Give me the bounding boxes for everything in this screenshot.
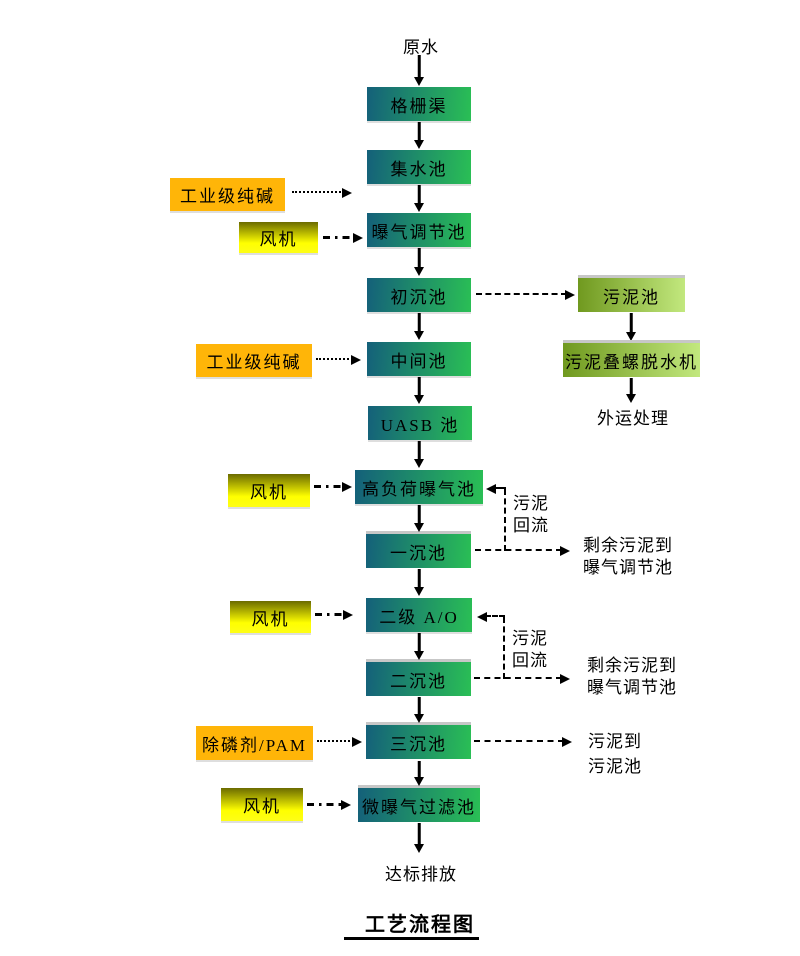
flow-box-third-sedimentation-tank: 三沉池: [366, 725, 471, 759]
excess-sludge-dest-1: 剩余污泥到 曝气调节池: [583, 535, 673, 579]
down-arrow: [413, 313, 425, 340]
sludge-to-dest-line2: 污泥池: [588, 757, 642, 776]
return-line-vertical: [503, 617, 505, 679]
flow-box-collecting-tank: 集水池: [367, 150, 471, 184]
dest-line2: 曝气调节池: [587, 678, 677, 697]
return-arrow-left: [477, 611, 505, 623]
dest-line1: 剩余污泥到: [583, 536, 673, 555]
sludge-to-tank-arrow: [474, 736, 572, 748]
flow-box-uasb-tank: UASB 池: [368, 406, 472, 440]
dest-line1: 剩余污泥到: [587, 656, 677, 675]
blower-box-2: 风机: [228, 474, 310, 507]
flow-box-grid-channel: 格栅渠: [367, 87, 471, 121]
sludge-return-label-2: 污泥 回流: [512, 628, 548, 672]
sludge-dewatering-box: 污泥叠螺脱水机: [563, 343, 700, 377]
flow-box-second-sedimentation-tank: 二沉池: [366, 662, 471, 696]
dash-dot-arrow: [314, 481, 352, 493]
dash-dot-arrow: [323, 232, 363, 244]
blower-box-3: 风机: [230, 601, 311, 633]
discharge-label: 达标排放: [385, 865, 457, 884]
return-line-vertical: [504, 489, 506, 551]
raw-water-label: 原水: [403, 38, 439, 57]
flow-box-first-sedimentation-tank: 一沉池: [366, 534, 471, 568]
dest-line2: 曝气调节池: [583, 558, 673, 577]
flow-box-intermediate-tank: 中间池: [367, 342, 471, 376]
blower-box-1: 风机: [239, 222, 318, 253]
down-arrow: [413, 248, 425, 276]
excess-sludge-dest-2: 剩余污泥到 曝气调节池: [587, 655, 677, 699]
down-arrow: [413, 633, 425, 660]
soda-ash-input-box-1: 工业级纯碱: [170, 178, 285, 211]
flow-box-aeration-regulating-tank: 曝气调节池: [367, 213, 471, 247]
excess-sludge-arrow-1: [475, 545, 570, 557]
down-arrow: [413, 761, 425, 786]
dotted-arrow: [317, 736, 362, 748]
flow-box-primary-sedimentation-tank: 初沉池: [367, 278, 471, 312]
down-arrow: [413, 505, 425, 532]
down-arrow: [413, 122, 425, 149]
excess-sludge-arrow-2: [474, 673, 570, 685]
dash-dot-arrow: [307, 799, 351, 811]
title-underline: [344, 937, 479, 940]
down-arrow: [413, 185, 425, 212]
diagram-title: 工艺流程图: [365, 914, 475, 936]
diagram-title-wrap: 工艺流程图: [330, 908, 510, 937]
down-arrow: [413, 697, 425, 723]
return-arrow-left: [486, 483, 506, 495]
phosphorus-removal-input-box: 除磷剂/PAM: [196, 726, 313, 760]
soda-ash-input-box-2: 工业级纯碱: [196, 344, 312, 377]
down-arrow: [625, 313, 637, 341]
sludge-return-line2: 回流: [513, 516, 549, 535]
flow-box-secondary-ao: 二级 A/O: [366, 598, 472, 632]
dotted-arrow: [316, 354, 361, 366]
sludge-to-dest-line1: 污泥到: [588, 732, 642, 751]
down-arrow: [413, 569, 425, 596]
sludge-tank-box: 污泥池: [578, 278, 685, 312]
disposal-label: 外运处理: [597, 409, 669, 428]
sludge-return-line1: 污泥: [513, 494, 549, 513]
flow-box-micro-aeration-filter-tank: 微曝气过滤池: [358, 788, 480, 822]
down-arrow: [413, 377, 425, 404]
down-arrow: [413, 441, 425, 468]
dotted-arrow: [292, 187, 352, 199]
down-arrow: [625, 378, 637, 403]
flow-box-high-load-aeration-tank: 高负荷曝气池: [355, 470, 483, 504]
sludge-return-label-1: 污泥 回流: [513, 493, 549, 537]
down-arrow: [413, 55, 425, 86]
dash-dot-arrow: [315, 609, 353, 621]
down-arrow: [413, 823, 425, 853]
sludge-return-line2: 回流: [512, 651, 548, 670]
sludge-return-line1: 污泥: [512, 629, 548, 648]
dashed-arrow-sludge: [476, 289, 575, 301]
blower-box-4: 风机: [221, 788, 303, 821]
